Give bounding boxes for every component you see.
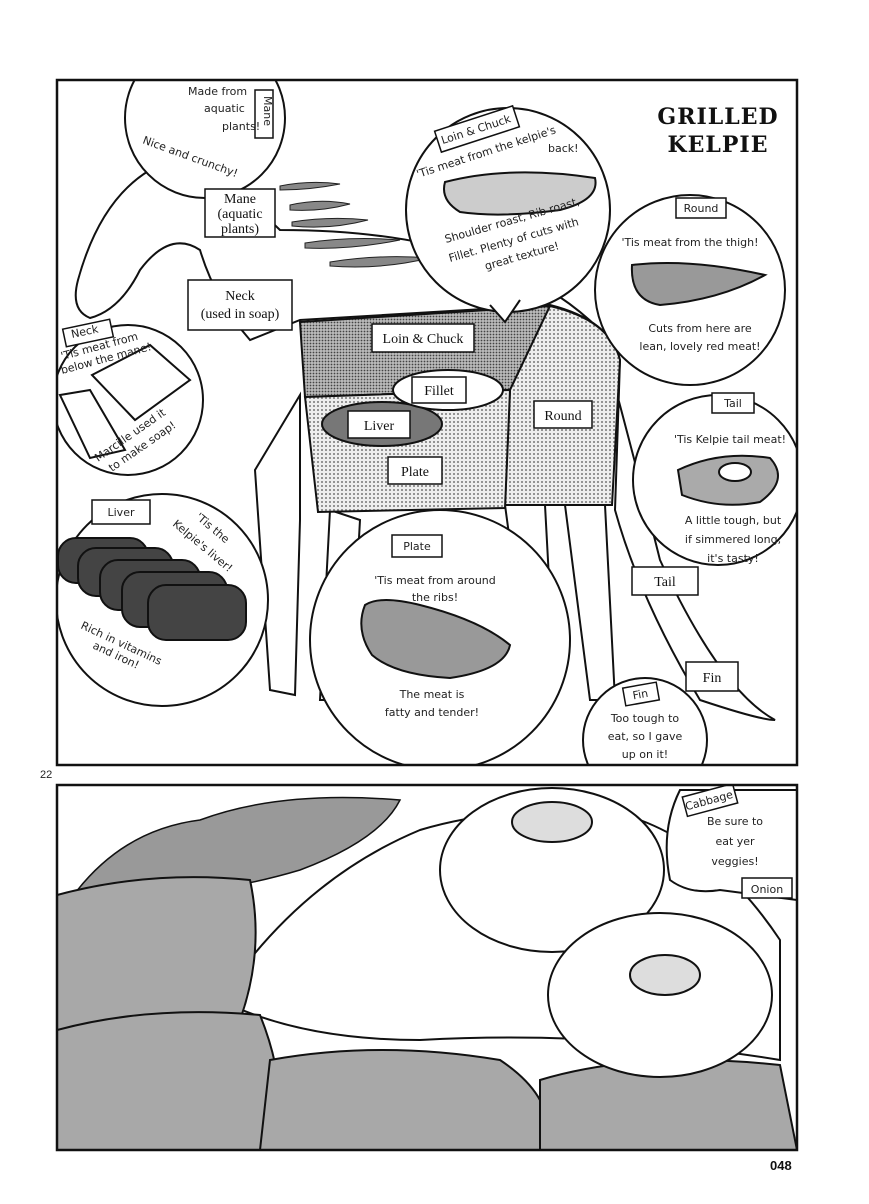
label-liver: Liver [364,419,395,434]
label-loin-chuck: Loin & Chuck [383,332,464,347]
bubble-fin [582,677,708,765]
aquatic-plants-mane [279,181,431,268]
bubble-veggies [665,789,797,902]
panel-2-border [55,783,799,1152]
bubble-neck-tag: Neck [70,322,100,341]
label-fillet: Fillet [424,384,454,399]
bubble-plate-text: 'Tis meat from around [374,574,496,587]
bubble-plate-text: the ribs! [412,591,458,604]
title-line1: GRILLED [657,104,778,130]
bubble-liver-tag: Liver [108,506,135,519]
round-meat-illustration [630,262,768,307]
panel-grilled-meat-and-vegetables: Cabbage Be sure to eat yer veggies! Onio… [57,785,797,1150]
bubble-veggies-text: veggies! [711,855,758,868]
page-small-number: 22 [40,769,52,781]
neck-soap-illustration [58,343,192,460]
bubble-mane-tag: Mane [261,96,274,126]
bubble-mane-text: aquatic [204,102,245,115]
label-mane-line2: (aquatic [217,207,262,222]
label-round: Round [544,409,581,424]
title-line2: KELPIE [668,132,769,158]
bubble-fin-text: eat, so I gave [608,730,683,743]
label-mane-line3: plants) [221,222,259,237]
bubble-fin-tag: Fin [632,687,650,703]
bubble-plate-tag: Plate [403,540,431,553]
bubble-tail-note: A little tough, but [685,514,782,527]
bubble-round-tag: Round [684,202,719,215]
onion [439,787,773,1078]
plate-meat-illustration [360,599,512,680]
bubble-round-note: lean, lovely red meat! [639,340,760,353]
bubble-plate-note: The meat is [399,688,465,701]
bubble-mane-text: Made from [188,85,247,98]
bubble-veggies-text: Be sure to [707,815,763,828]
loin-meat-illustration [443,171,597,216]
label-neck: Neck [225,289,255,304]
label-fin: Fin [703,671,722,686]
bubble-tail-note: it's tasty! [707,552,759,565]
label-mane: Mane [224,192,256,207]
bubble-tail-text: 'Tis Kelpie tail meat! [674,433,786,446]
bubble-plate-note: fatty and tender! [385,706,479,719]
panel-kelpie-diagram: Mane (aquatic plants) Neck (used in soap… [57,80,797,765]
label-tail: Tail [654,575,676,590]
bubble-tail-note: if simmered long, [685,533,781,546]
tail-meat-illustration [676,454,779,506]
bubble-round-note: Cuts from here are [648,322,752,335]
bubble-mane-text: plants! [222,120,260,133]
bubble-round-text: 'Tis meat from the thigh! [621,236,758,249]
bubble-tail-tag: Tail [723,397,742,410]
bubble-onion-tag: Onion [751,883,783,896]
bubble-veggies-text: eat yer [715,835,755,848]
bubble-loin-text: back! [548,142,579,155]
label-plate: Plate [401,465,429,480]
label-neck-line2: (used in soap) [201,307,280,322]
page-number: 048 [770,1158,792,1173]
grilled-meat-chunks [57,876,797,1150]
bubble-fin-text: Too tough to [610,712,680,725]
bubble-fin-text: up on it! [622,748,668,761]
panel-1-border [55,78,799,767]
